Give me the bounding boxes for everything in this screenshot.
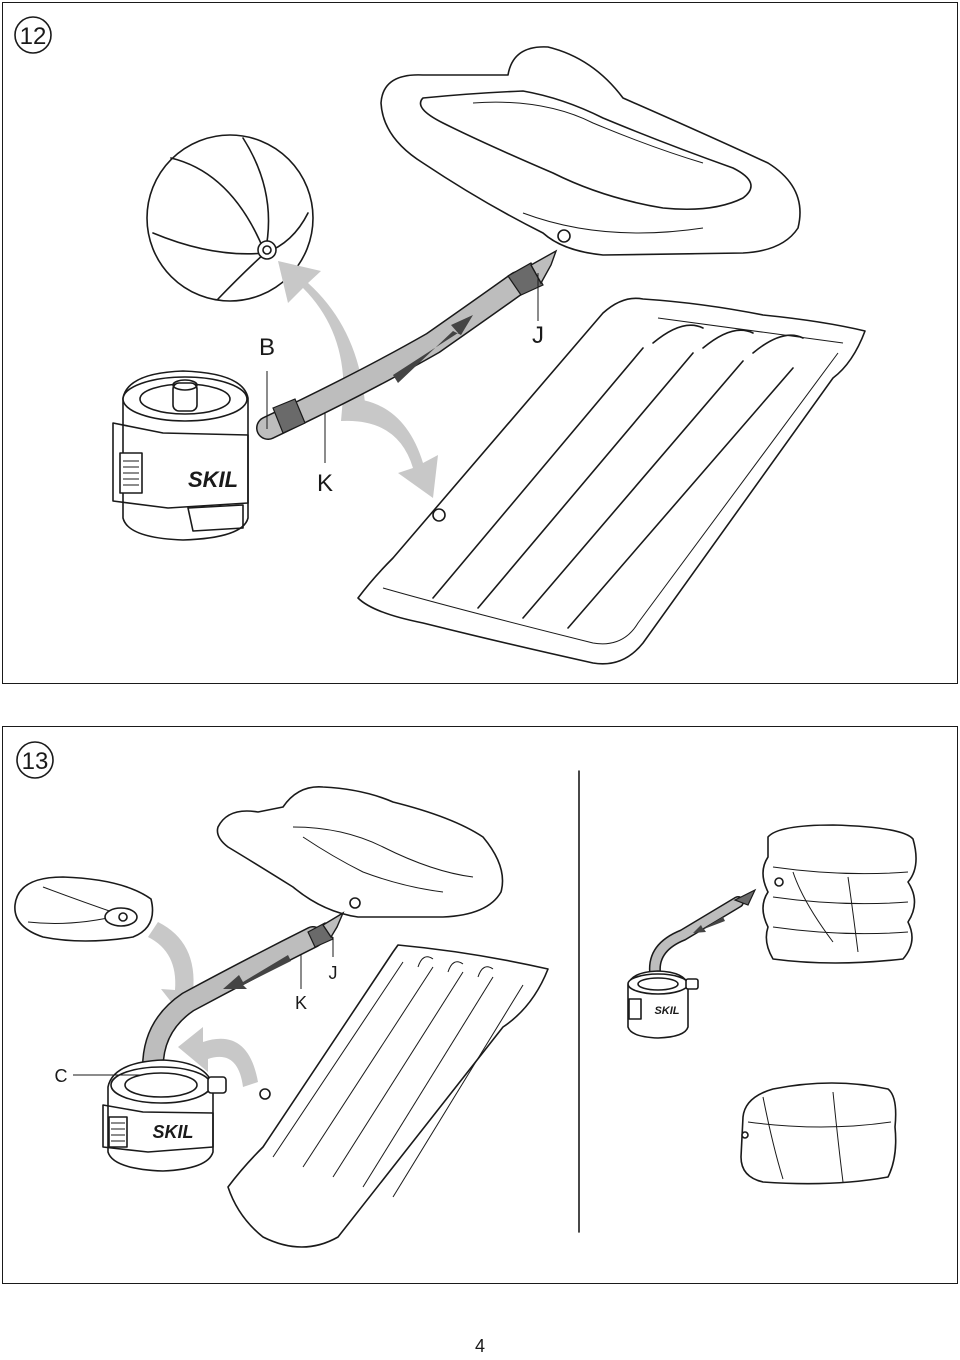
- inflatable-boat: [380, 46, 801, 256]
- flow-arrow-from-mattress: [178, 1027, 258, 1087]
- svg-text:K: K: [295, 993, 307, 1013]
- label-j: J: [329, 937, 338, 983]
- packed-inflatable: [740, 1082, 897, 1185]
- nozzle-j: [507, 249, 558, 296]
- svg-text:C: C: [55, 1066, 68, 1086]
- nozzle-j: [307, 911, 345, 948]
- label-k: K: [317, 413, 333, 497]
- flow-arrow-to-ball: [278, 261, 365, 403]
- svg-text:13: 13: [22, 748, 49, 775]
- svg-text:K: K: [317, 470, 333, 497]
- deflated-mattress: [227, 944, 549, 1248]
- svg-text:J: J: [532, 322, 544, 349]
- skil-pump: SKIL: [112, 370, 249, 541]
- label-b: B: [259, 334, 275, 429]
- beach-ball: [146, 134, 314, 302]
- skil-pump: SKIL: [102, 1059, 227, 1172]
- label-c: C: [55, 1066, 143, 1086]
- svg-text:B: B: [259, 334, 275, 361]
- svg-text:12: 12: [20, 23, 47, 50]
- svg-text:SKIL: SKIL: [654, 1005, 679, 1017]
- svg-text:SKIL: SKIL: [152, 1122, 193, 1142]
- figure-12-panel: 12: [2, 2, 958, 684]
- label-k: K: [295, 955, 307, 1013]
- deflated-ball: [14, 876, 154, 942]
- air-mattress: [357, 297, 866, 665]
- deflated-boat: [216, 786, 504, 918]
- svg-text:SKIL: SKIL: [188, 467, 238, 492]
- figure-number-badge: 12: [14, 16, 52, 54]
- figure-12-illustration: 12: [14, 16, 866, 665]
- svg-text:J: J: [329, 963, 338, 983]
- figure-13-panel: 13: [2, 726, 958, 1284]
- page-number: 4: [474, 1336, 485, 1356]
- folded-inflatable-stack: [762, 824, 917, 964]
- flow-arrow-to-mattress: [341, 398, 438, 498]
- label-j: J: [532, 273, 544, 349]
- figure-number-badge: 13: [16, 741, 54, 779]
- hose-k: [141, 926, 324, 1083]
- hose-k: [256, 271, 530, 440]
- small-hose: [648, 888, 757, 978]
- figure-13-illustration: 13: [14, 741, 917, 1248]
- hose-sleeve: [272, 398, 306, 434]
- small-skil-pump: SKIL: [627, 970, 699, 1039]
